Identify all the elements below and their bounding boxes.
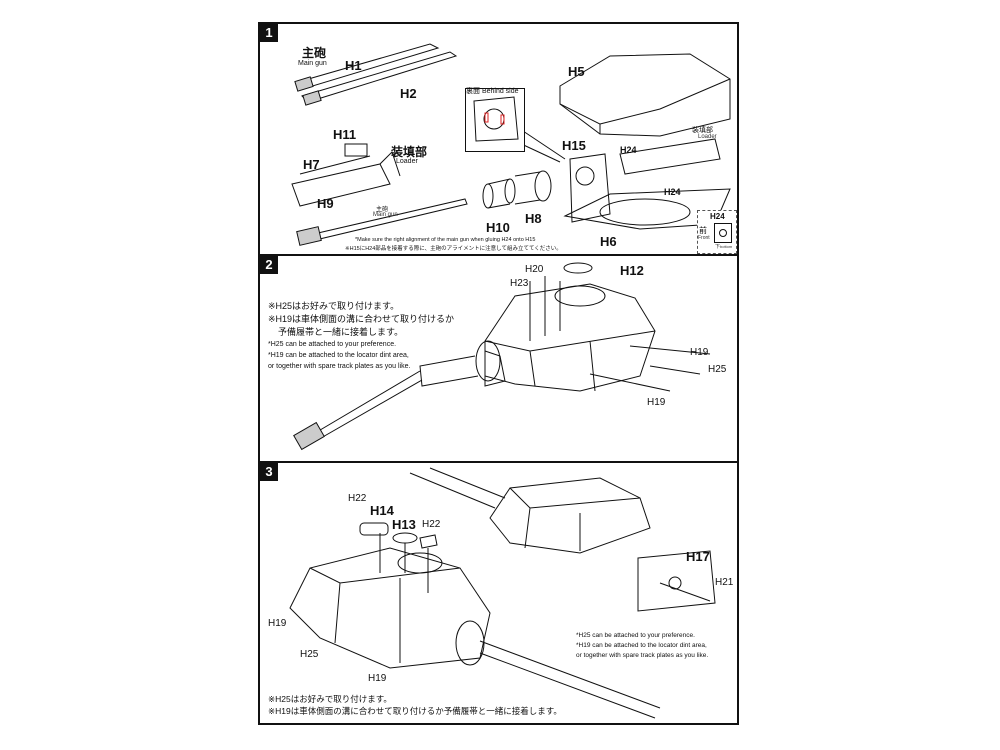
orientation-front-en: Front [698, 235, 710, 241]
part-h13: H13 [392, 517, 416, 532]
note-en-line: *H19 can be attached to the locator dint… [576, 642, 707, 649]
part-h24-b: H24 [664, 187, 681, 197]
orientation-part: H24 [710, 212, 725, 221]
label-loader-jp: 装填部 [391, 145, 428, 159]
part-h1: H1 [345, 58, 362, 73]
notes-jp: ※H25はお好みで取り付けます。 ※H19は車体側面の溝に合わせて取り付けるか … [268, 300, 454, 339]
behind-side-inset [465, 88, 525, 152]
h24-orientation-box: H24 前 Front 下 bottom [697, 210, 737, 254]
orientation-bottom-jp: 下 [715, 244, 721, 250]
part-h2: H2 [400, 86, 417, 101]
notes-jp: ※H25はお好みで取り付けます。 ※H19は車体側面の溝に合わせて取り付けるか予… [268, 693, 562, 717]
part-h8: H8 [525, 211, 542, 226]
note-jp-line: ※H25はお好みで取り付けます。 [268, 301, 400, 311]
note-en-line: *H25 can be attached to your preference. [268, 341, 397, 348]
label-loader2-en: Loader [698, 134, 717, 140]
part-h12: H12 [620, 263, 644, 278]
label-main-gun2-en: Main gun [373, 212, 398, 218]
part-h25: H25 [300, 649, 319, 660]
part-h9: H9 [317, 196, 334, 211]
notes-en: *H25 can be attached to your preference.… [268, 339, 410, 372]
note-jp-line: ※H19は車体側面の溝に合わせて取り付けるか [268, 314, 455, 324]
part-h22-a: H22 [348, 493, 367, 504]
part-h19-a: H19 [268, 618, 287, 629]
label-main-gun-jp: 主砲 [302, 46, 327, 60]
orientation-bottom-en: bottom [720, 244, 733, 249]
circle-hole-icon [714, 223, 732, 243]
step-number: 1 [260, 24, 278, 42]
part-h19-b: H19 [368, 673, 387, 684]
step-number: 3 [260, 463, 278, 481]
part-h15: H15 [562, 138, 586, 153]
note-en-line: or together with spare track plates as y… [268, 363, 411, 370]
label-main-gun2-jp: 主砲 [376, 207, 389, 213]
label-main-gun-en: Main gun [298, 60, 327, 67]
note-en-line: or together with spare track plates as y… [576, 652, 709, 659]
part-h11: H11 [333, 127, 357, 142]
part-h17: H17 [686, 549, 710, 564]
part-h22-b: H22 [422, 519, 441, 530]
part-h14: H14 [370, 503, 394, 518]
part-h5: H5 [568, 64, 585, 79]
orientation-front-jp: 前 [699, 226, 707, 235]
label-loader2-jp: 装填部 [692, 127, 713, 134]
part-h7: H7 [303, 157, 320, 172]
part-h19-b: H19 [647, 397, 666, 408]
step-3-panel: 3 H22 H14 H13 H22 H19 H25 H19 H17 H21 *H… [258, 461, 739, 725]
note-en-line: *H19 can be attached to the locator dint… [268, 352, 409, 359]
part-h19-a: H19 [690, 347, 709, 358]
inset-title: 裏面 Behind side [466, 88, 519, 95]
step-number: 2 [260, 256, 278, 274]
note-jp-line: 予備履帯と一緒に接着します。 [278, 327, 404, 337]
part-h10: H10 [486, 220, 510, 235]
note-en-line: *H25 can be attached to your preference. [576, 632, 695, 639]
notes-en: *H25 can be attached to your preference.… [576, 631, 708, 661]
part-h6: H6 [600, 234, 617, 249]
step-2-illustration [293, 262, 711, 451]
part-h25: H25 [708, 364, 727, 375]
part-h23: H23 [510, 278, 529, 289]
part-h24-a: H24 [620, 145, 637, 155]
part-h20: H20 [525, 264, 544, 275]
note-jp-line: ※H19は車体側面の溝に合わせて取り付けるか予備履帯と一緒に接着します。 [268, 706, 562, 716]
step-1-illustration [291, 43, 731, 246]
note-jp-line: ※H25はお好みで取り付けます。 [268, 694, 392, 704]
part-h21: H21 [715, 577, 734, 588]
label-loader-en: Loader [396, 158, 418, 165]
alignment-note-jp: ※H15にH24部品を接着する際に、主砲のアライメントに注意して組み立ててくださ… [345, 246, 562, 252]
alignment-note-en: *Make sure the right alignment of the ma… [355, 237, 536, 243]
step-3-illustration [289, 467, 716, 719]
step-1-panel: 1 主砲 Main gun H1 H2 H11 装填部 Loader H7 H9… [258, 22, 739, 256]
step-2-panel: 2 H20 H12 H23 H19 H25 H19 ※H25はお好みで取り付けま… [258, 254, 739, 463]
